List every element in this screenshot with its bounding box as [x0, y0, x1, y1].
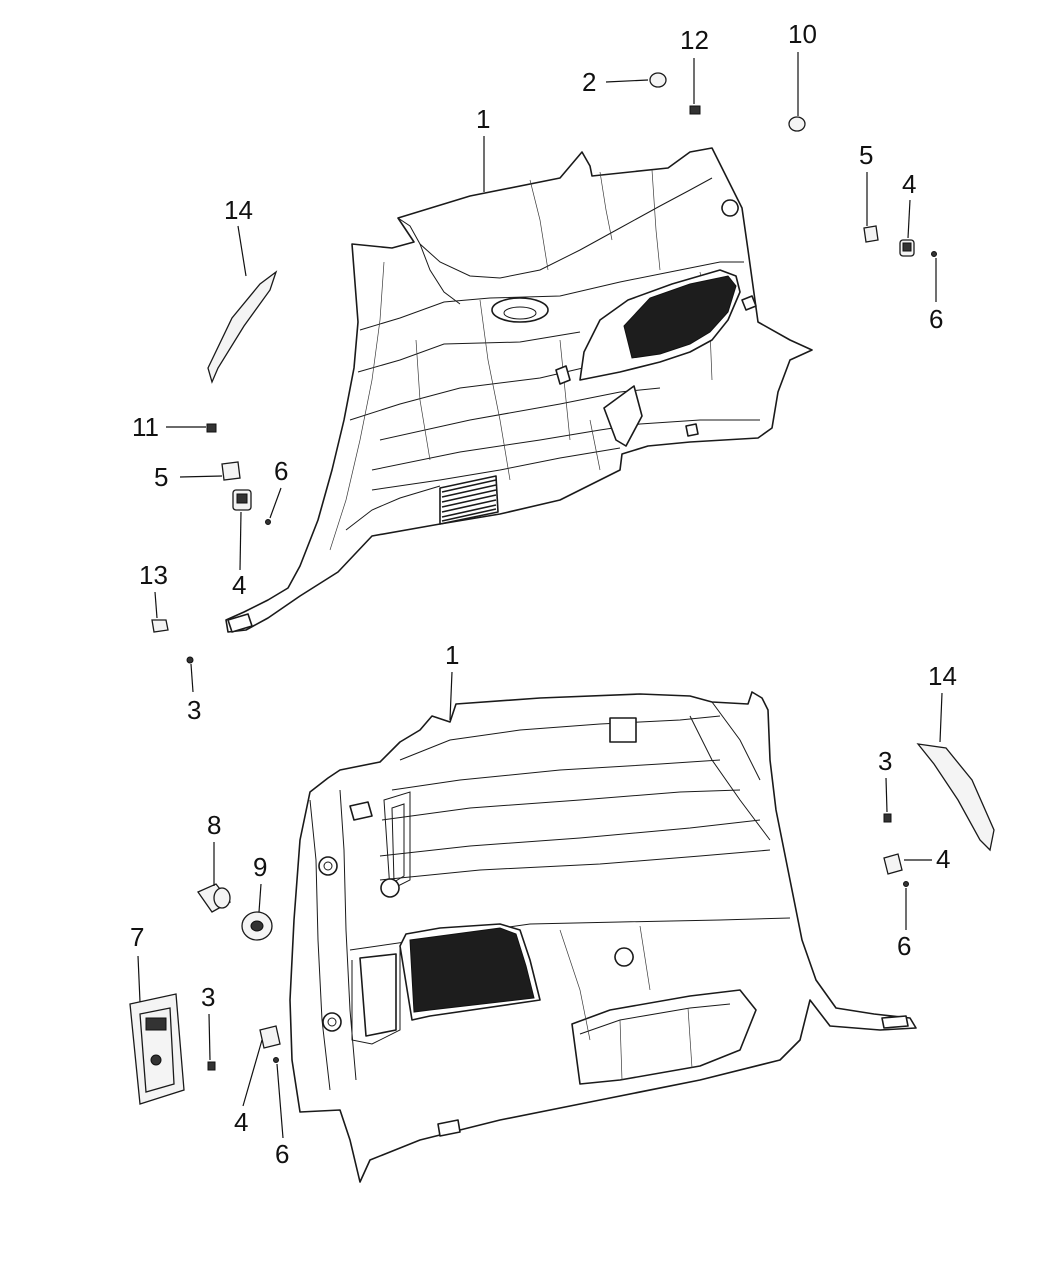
upper-quarter-trim-panel [225, 147, 813, 633]
callout-upper-3: 3 [187, 695, 201, 725]
leader-lines [137, 52, 943, 1139]
part-9-outlet [241, 911, 273, 941]
callout-labels: 1 2 12 10 5 4 6 14 11 5 6 4 13 3 1 14 3 … [130, 19, 957, 1169]
callout-upper-10: 10 [788, 19, 817, 49]
callout-lower-8: 8 [207, 810, 221, 840]
callout-upper-2: 2 [582, 67, 596, 97]
part-13-clip [151, 619, 169, 633]
part-4-left-bracket [232, 489, 252, 511]
callout-upper-4r: 4 [902, 169, 916, 199]
callout-upper-14: 14 [224, 195, 253, 225]
part-2-cap [649, 72, 667, 88]
part-6-left-screw [265, 519, 271, 525]
part-3-lower-right-screw [883, 813, 892, 823]
callout-upper-1: 1 [476, 104, 490, 134]
part-5-right-cover [863, 225, 879, 243]
part-7-bezel [129, 993, 185, 1105]
callout-upper-5l: 5 [154, 462, 168, 492]
part-4-lower-right-bracket [883, 853, 903, 875]
part-6-lower-right-screw [903, 881, 909, 887]
part-3-upper-screw [186, 656, 194, 664]
part-12-clip [689, 105, 701, 115]
callout-upper-4l: 4 [232, 570, 246, 600]
lower-quarter-trim-panel [289, 691, 917, 1183]
part-8-socket [197, 883, 231, 913]
callout-lower-6r: 6 [897, 931, 911, 961]
callout-lower-4r: 4 [936, 844, 950, 874]
part-14-lower-trim-strip [916, 743, 995, 852]
callout-lower-3r: 3 [878, 746, 892, 776]
callout-lower-14: 14 [928, 661, 957, 691]
callout-upper-6r: 6 [929, 304, 943, 334]
part-3-lower-left-screw [207, 1061, 216, 1071]
part-5-left-cover [221, 461, 241, 481]
callout-upper-6l: 6 [274, 456, 288, 486]
part-14-upper-trim-strip [207, 270, 278, 384]
callout-upper-12: 12 [680, 25, 709, 55]
callout-upper-11: 11 [132, 412, 159, 442]
part-4-lower-left-bracket [259, 1025, 281, 1049]
part-6-right-screw [931, 251, 937, 257]
part-4-right-bracket [899, 239, 915, 257]
part-6-lower-left-screw [273, 1057, 279, 1063]
part-10-plug [788, 116, 806, 132]
callout-lower-3l: 3 [201, 982, 215, 1012]
callout-lower-4l: 4 [234, 1107, 248, 1137]
callout-lower-1: 1 [445, 640, 459, 670]
callout-upper-5r: 5 [859, 140, 873, 170]
vent-louver [439, 475, 499, 525]
callout-lower-6l: 6 [275, 1139, 289, 1169]
callout-lower-7: 7 [130, 922, 144, 952]
callout-lower-9: 9 [253, 852, 267, 882]
callout-upper-13: 13 [139, 560, 168, 590]
part-11-clip [206, 423, 217, 433]
